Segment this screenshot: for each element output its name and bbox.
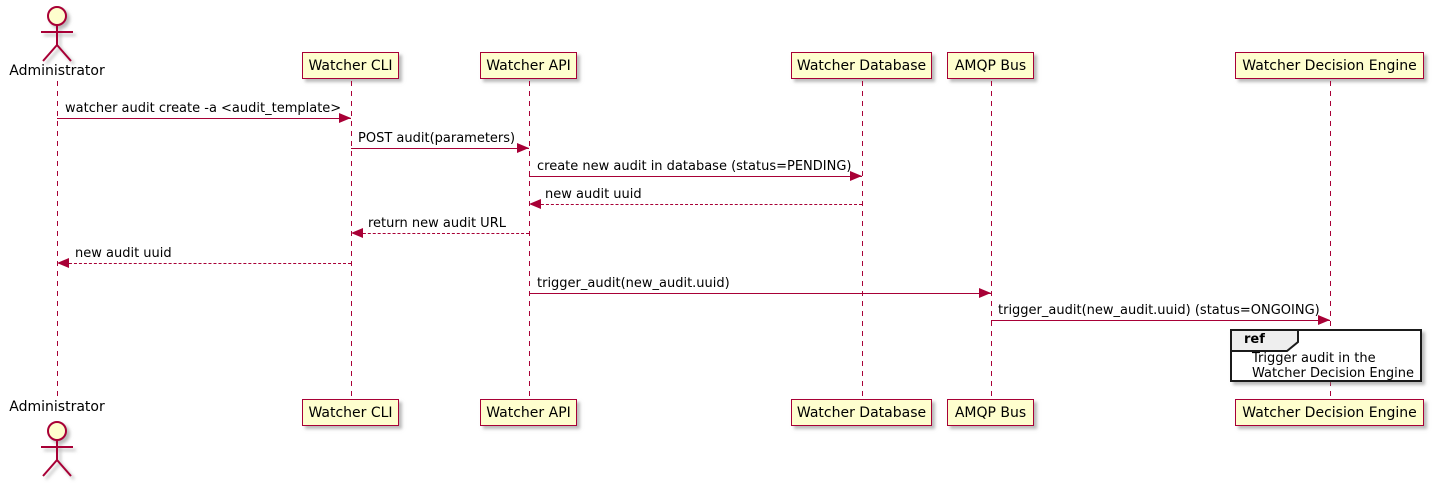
message-arrow (57, 118, 351, 119)
participant-watcher-api-top: Watcher API (480, 52, 577, 79)
lifeline-watcher-cli (351, 81, 352, 399)
message-label: create new audit in database (status=PEN… (537, 159, 852, 174)
arrowhead-icon (1318, 315, 1330, 325)
message-label: trigger_audit(new_audit.uuid) (status=ON… (998, 303, 1320, 318)
message-arrow (59, 263, 351, 264)
participant-decision-engine-bottom: Watcher Decision Engine (1235, 399, 1424, 426)
message-label: return new audit URL (368, 216, 506, 231)
arrowhead-icon (850, 171, 862, 181)
arrowhead-icon (979, 288, 991, 298)
lifeline-decision-engine (1330, 81, 1331, 399)
ref-keyword: ref (1244, 332, 1265, 347)
arrowhead-icon (517, 143, 529, 153)
message-arrow (991, 320, 1330, 321)
participant-amqp-bus-top: AMQP Bus (947, 52, 1034, 79)
message-arrow (351, 148, 529, 149)
message-label: POST audit(parameters) (358, 131, 516, 146)
ref-text-line1: Trigger audit in the (1252, 351, 1376, 366)
participant-watcher-cli-top: Watcher CLI (302, 52, 399, 79)
ref-tab-icon (1230, 329, 1299, 352)
arrowhead-icon (339, 113, 351, 123)
arrowhead-icon (351, 228, 363, 238)
message-arrow (353, 233, 529, 234)
arrowhead-icon (57, 258, 69, 268)
participant-watcher-database-bottom: Watcher Database (791, 399, 932, 426)
message-label: watcher audit create -a <audit_template> (65, 101, 342, 116)
message-label: new audit uuid (75, 246, 172, 261)
participant-amqp-bus-bottom: AMQP Bus (947, 399, 1034, 426)
lifeline-watcher-database (862, 81, 863, 399)
lifeline-watcher-api (529, 81, 530, 399)
actor-icon (41, 6, 73, 62)
participant-watcher-cli-bottom: Watcher CLI (302, 399, 399, 426)
actor-label-bottom: Administrator (9, 399, 105, 415)
lifeline-amqp-bus (991, 81, 992, 399)
participant-decision-engine-top: Watcher Decision Engine (1235, 52, 1424, 79)
lifeline-administrator (57, 81, 58, 399)
participant-watcher-database-top: Watcher Database (791, 52, 932, 79)
arrowhead-icon (529, 199, 541, 209)
message-arrow (531, 204, 862, 205)
ref-text-line2: Watcher Decision Engine (1252, 366, 1414, 381)
message-arrow (529, 293, 991, 294)
actor-label-top: Administrator (9, 63, 105, 79)
message-label: new audit uuid (545, 187, 642, 202)
message-label: trigger_audit(new_audit.uuid) (537, 276, 730, 291)
ref-fragment: ref Trigger audit in the Watcher Decisio… (1230, 329, 1422, 382)
message-arrow (529, 176, 862, 177)
actor-icon (41, 421, 73, 477)
participant-watcher-api-bottom: Watcher API (480, 399, 577, 426)
